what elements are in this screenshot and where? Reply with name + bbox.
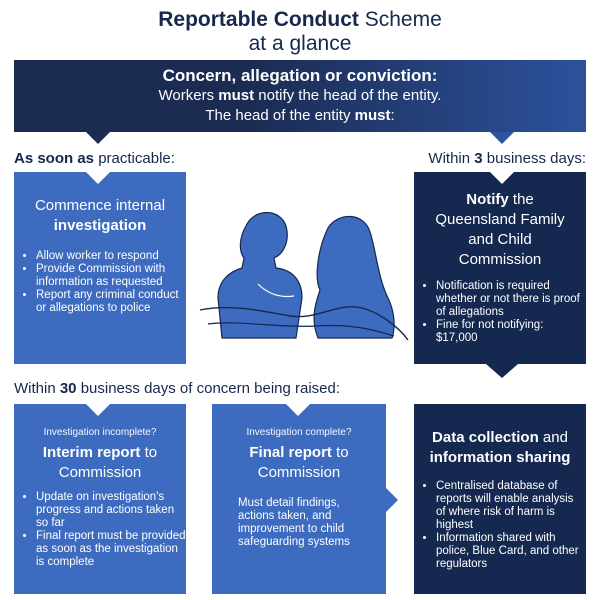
header-within-3: Within 3 business days: [428, 150, 586, 167]
title-line2: at a glance [248, 32, 352, 55]
notify-bullets: Notification is required whether or not … [414, 280, 586, 345]
banner-arrow-left [86, 132, 110, 144]
notify-notch [490, 172, 514, 184]
title-bold: Reportable Conduct [158, 8, 359, 31]
notify-arrow-bottom [486, 364, 518, 378]
interim-box: Investigation incomplete? Interim report… [14, 404, 186, 594]
notify-line2: Queensland Family [435, 211, 565, 228]
investigation-bullet: Provide Commission with information as r… [36, 263, 186, 289]
concern-banner: Concern, allegation or conviction: Worke… [14, 60, 586, 132]
investigation-bullets: Allow worker to respond Provide Commissi… [14, 250, 186, 315]
final-arrow-right [386, 488, 398, 512]
header-within-30: Within 30 business days of concern being… [14, 380, 341, 397]
header-asap: As soon as practicable: [14, 150, 175, 167]
interim-notch [86, 404, 110, 416]
investigation-line1: Commence internal [34, 197, 166, 214]
notify-bullet: Notification is required whether or not … [436, 280, 586, 319]
final-question: Investigation complete? [246, 427, 352, 438]
final-line2: Commission [257, 464, 341, 481]
banner-line1: Workers must notify the head of the enti… [158, 87, 442, 104]
interim-bullet: Final report must be provided as soon as… [36, 530, 186, 569]
interim-bullet: Update on investigation's progress and a… [36, 491, 186, 530]
notify-bold: Notify [466, 191, 509, 208]
page-title: Reportable Conduct Scheme at a glance [0, 8, 600, 56]
data-bullet: Centralised database of reports will ena… [436, 480, 586, 532]
final-box: Investigation complete? Final report to … [212, 404, 386, 594]
interim-question: Investigation incomplete? [43, 427, 157, 438]
interim-line2: Commission [58, 464, 142, 481]
notify-line3: and Child [468, 231, 532, 248]
final-bold: Final report [249, 444, 332, 461]
data-bullet: Information shared with police, Blue Car… [436, 532, 586, 571]
data-bold1: Data collection [432, 429, 539, 446]
banner-line2: The head of the entity must: [205, 107, 395, 124]
notify-box: Notify the Queensland Family and Child C… [414, 172, 586, 364]
data-box: Data collection and information sharing … [414, 404, 586, 594]
banner-arrow-right [490, 132, 514, 144]
two-people-talking-illustration [198, 198, 410, 348]
investigation-box: Commence internal investigation Allow wo… [14, 172, 186, 364]
notify-bullet: Fine for not notifying: $17,000 [436, 319, 586, 345]
banner-heading: Concern, allegation or conviction: [162, 66, 438, 85]
notify-line4: Commission [458, 251, 542, 268]
title-rest: Scheme [358, 8, 442, 31]
interim-bullets: Update on investigation's progress and a… [14, 491, 186, 569]
investigation-line2: investigation [53, 217, 147, 234]
final-notch [286, 404, 310, 416]
investigation-bullet: Report any criminal conduct or allegatio… [36, 289, 186, 315]
investigation-bullet: Allow worker to respond [36, 250, 186, 263]
final-text: Must detail findings, actions taken, and… [238, 497, 350, 548]
data-bullets: Centralised database of reports will ena… [414, 480, 586, 571]
interim-bold: Interim report [42, 444, 141, 461]
investigation-notch [86, 172, 110, 184]
data-bold2: information sharing [429, 449, 571, 466]
